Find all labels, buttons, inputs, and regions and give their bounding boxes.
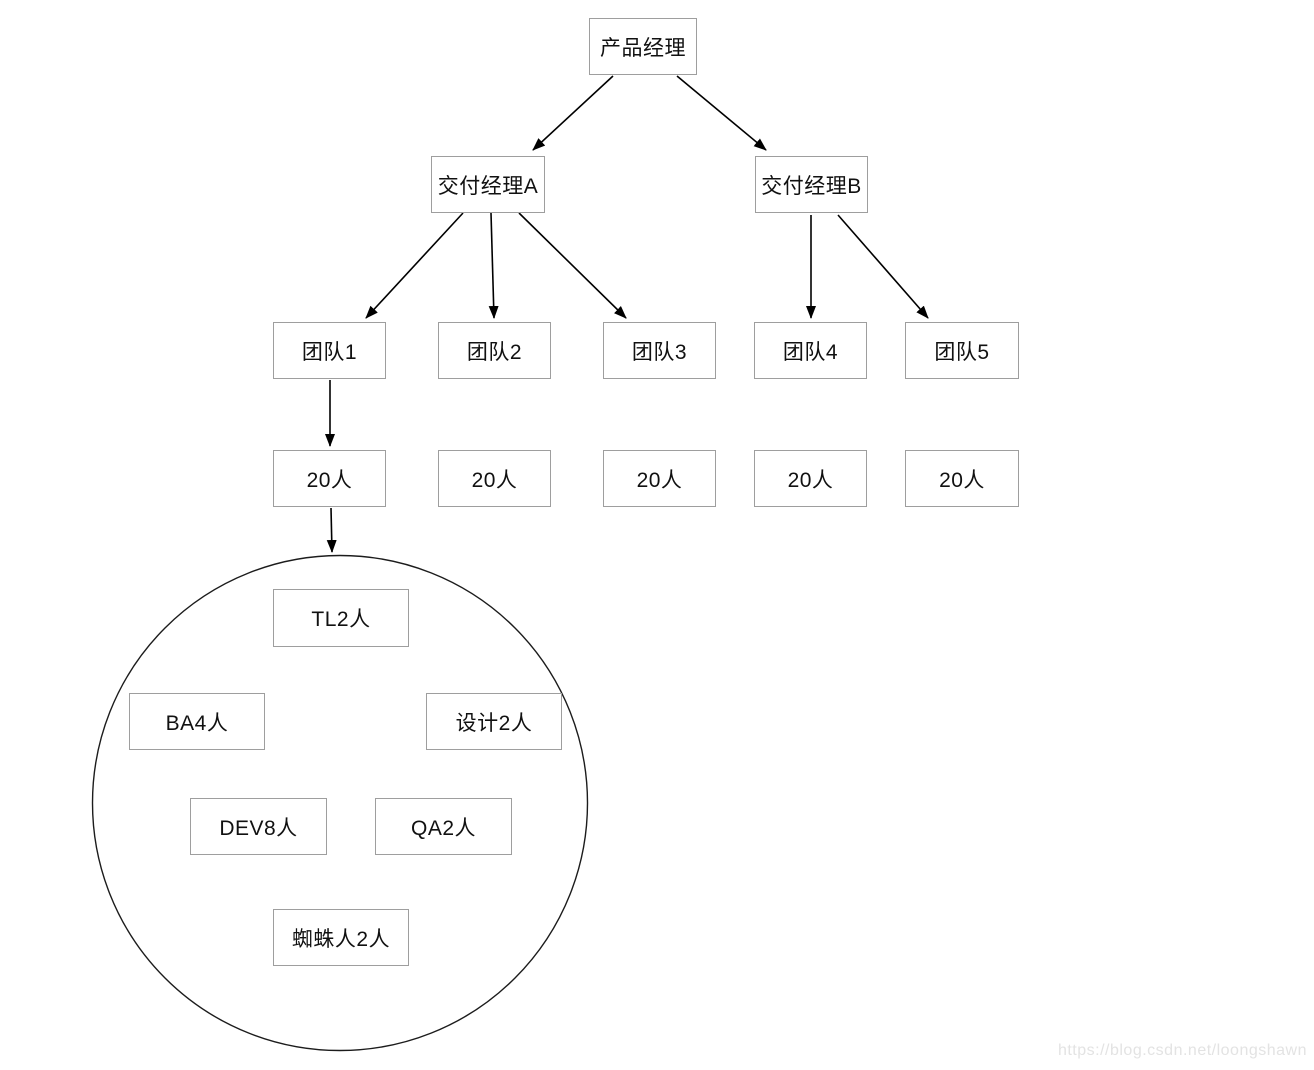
node-product-manager: 产品经理: [589, 18, 697, 75]
arrow-dm-a-to-team-3: [518, 212, 627, 319]
arrow-dm-a-to-team-2: [488, 212, 499, 319]
node-headcount-1: 20人: [273, 450, 386, 507]
watermark-text: https://blog.csdn.net/loongshawn: [1057, 1042, 1307, 1059]
node-team-1: 团队1: [273, 322, 386, 379]
arrow-pm-to-dm-a: [532, 75, 614, 151]
node-qa: QA2人: [375, 798, 512, 855]
node-headcount-3: 20人: [603, 450, 716, 507]
node-team-lead: TL2人: [273, 589, 409, 647]
arrow-dm-a-to-team-1: [365, 212, 464, 319]
arrow-pm-to-dm-b: [676, 75, 767, 151]
node-spiderman: 蜘蛛人2人: [273, 909, 409, 966]
arrow-dm-b-to-team-5: [837, 214, 929, 319]
node-ba: BA4人: [129, 693, 265, 750]
node-headcount-4: 20人: [754, 450, 867, 507]
node-delivery-manager-b: 交付经理B: [755, 156, 868, 213]
node-team-4: 团队4: [754, 322, 867, 379]
node-team-5: 团队5: [905, 322, 1019, 379]
node-team-2: 团队2: [438, 322, 551, 379]
node-headcount-2: 20人: [438, 450, 551, 507]
arrow-headcount-to-circle: [326, 507, 337, 553]
node-delivery-manager-a: 交付经理A: [431, 156, 545, 213]
node-headcount-5: 20人: [905, 450, 1019, 507]
node-design: 设计2人: [426, 693, 562, 750]
node-team-3: 团队3: [603, 322, 716, 379]
node-dev: DEV8人: [190, 798, 327, 855]
team-composition-circle: [91, 554, 589, 1052]
